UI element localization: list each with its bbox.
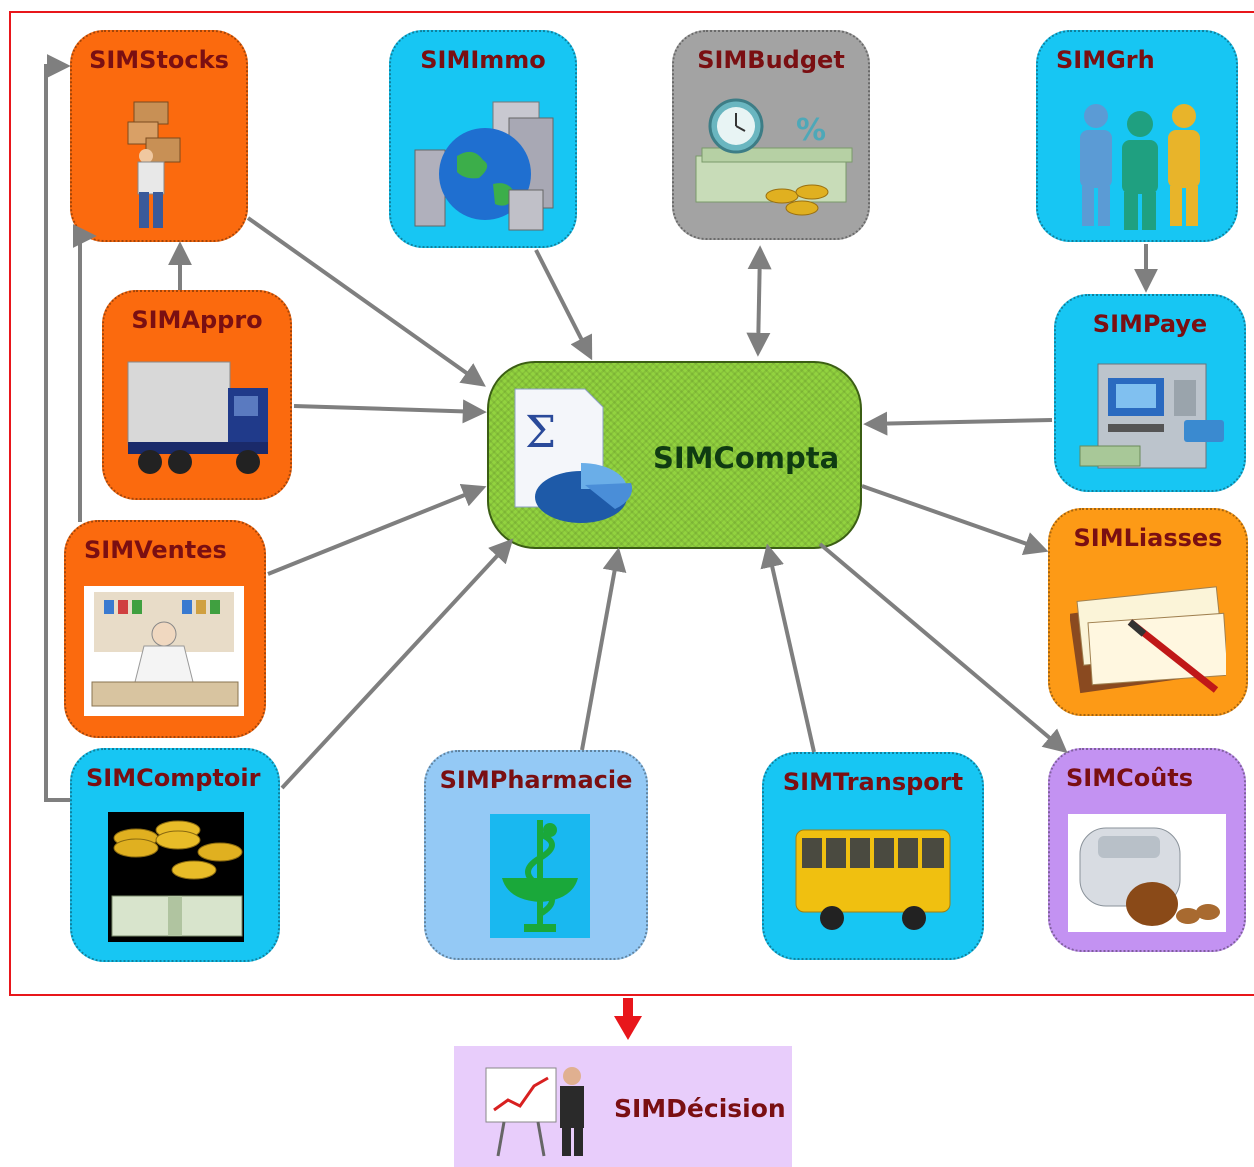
- module-simdecision[interactable]: SIMDécision: [454, 1046, 792, 1167]
- pharmacy-image-frame: [490, 814, 590, 938]
- module-label: SIMStocks: [89, 46, 229, 74]
- bread-machine-icon: [1079, 827, 1220, 926]
- arrow-frame-to-decision: [614, 998, 642, 1040]
- cash-image-frame: [108, 812, 244, 942]
- svg-text:%: %: [796, 113, 826, 148]
- delivery-man-icon: [127, 101, 181, 228]
- module-simliasses[interactable]: SIMLiasses: [1048, 508, 1248, 716]
- module-simpaye[interactable]: SIMPaye: [1054, 294, 1246, 492]
- cheque-pen-icon: [1070, 586, 1226, 694]
- shop-counter-icon: [91, 592, 239, 707]
- module-label: SIMLiasses: [1073, 524, 1223, 552]
- module-simgrh[interactable]: SIMGrh: [1036, 30, 1238, 242]
- coins-banknotes-icon: [111, 820, 243, 937]
- module-simtransport[interactable]: SIMTransport: [762, 752, 984, 960]
- sigma-symbol: Σ: [525, 407, 556, 458]
- people-group-icon: [1080, 104, 1200, 230]
- cost-image-frame: [1068, 814, 1226, 932]
- module-simcompta[interactable]: Σ SIMCompta: [487, 361, 862, 549]
- module-simimmo[interactable]: SIMImmo: [389, 30, 577, 248]
- module-label: SIMComptoir: [86, 764, 261, 792]
- module-label: SIMBudget: [697, 46, 845, 74]
- budget-money-clock-icon: %: [695, 98, 853, 216]
- sales-image-frame: [84, 586, 244, 716]
- module-label: SIMAppro: [131, 306, 263, 334]
- atm-machine-icon: [1079, 363, 1224, 469]
- module-label: SIMGrh: [1056, 46, 1155, 74]
- module-label: SIMTransport: [782, 768, 964, 796]
- module-simventes[interactable]: SIMVentes: [64, 520, 266, 738]
- pharmacy-caduceus-icon: [502, 820, 578, 932]
- module-simstocks[interactable]: SIMStocks: [70, 30, 248, 242]
- delivery-truck-icon: [127, 361, 268, 474]
- system-frame: [9, 11, 1254, 996]
- decision-title: SIMDécision: [614, 1094, 786, 1123]
- module-simpharmacie[interactable]: SIMPharmacie: [424, 750, 648, 960]
- module-label: SIMVentes: [84, 536, 227, 564]
- module-simappro[interactable]: SIMAppro: [102, 290, 292, 500]
- globe-buildings-icon: [414, 101, 554, 231]
- module-label: SIMPaye: [1092, 310, 1208, 338]
- module-simcouts[interactable]: SIMCoûts: [1048, 748, 1246, 952]
- module-simcomptoir[interactable]: SIMComptoir: [70, 748, 280, 962]
- accounting-pie-chart-icon: Σ: [514, 388, 633, 523]
- module-label: SIMPharmacie: [439, 766, 633, 794]
- module-simbudget[interactable]: SIMBudget %: [672, 30, 870, 240]
- module-label: SIMCoûts: [1066, 764, 1194, 792]
- module-label: SIMImmo: [420, 46, 546, 74]
- compta-title: SIMCompta: [653, 441, 840, 475]
- presenter-chart-icon: [485, 1067, 584, 1157]
- bus-icon: [795, 829, 951, 930]
